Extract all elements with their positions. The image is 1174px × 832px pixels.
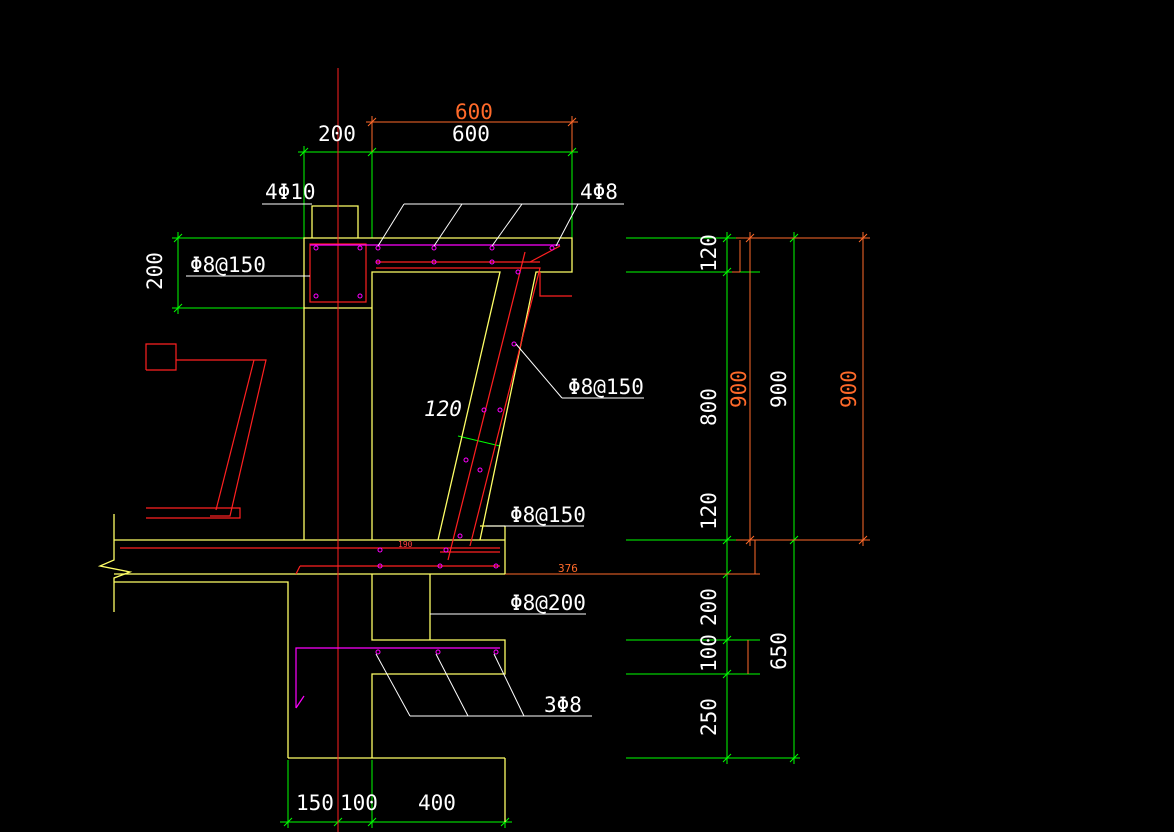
right-dim-900-orange-b: 900 — [837, 370, 861, 408]
slab-thickness-label: 120 — [424, 397, 462, 421]
stirrup-top-label: Φ8@150 — [190, 253, 266, 277]
right-dim-120-top: 120 — [697, 234, 721, 272]
rebar-4phi10-label: 4Φ10 — [265, 180, 316, 204]
bottom-dim-100: 100 — [340, 791, 378, 815]
right-dim-200: 200 — [697, 588, 721, 626]
right-dim-900-white: 900 — [767, 370, 791, 408]
rebar-dots — [313, 245, 555, 655]
bottom-dim-400: 400 — [418, 791, 456, 815]
stirrup-lower-label: Φ8@150 — [510, 503, 586, 527]
stirrup-slant-label: Φ8@150 — [568, 375, 644, 399]
right-dim-650: 650 — [767, 632, 791, 670]
right-dim-100: 100 — [697, 634, 721, 672]
small-190-label: 190 — [398, 540, 413, 549]
left-dim-200: 200 — [143, 252, 167, 290]
top-dim-600: 600 — [452, 122, 490, 146]
rebar-4phi8-label: 4Φ8 — [580, 180, 618, 204]
top-dim-200: 200 — [318, 122, 356, 146]
right-dim-900-orange-a: 900 — [727, 370, 751, 408]
stirrup-beam-label: Φ8@200 — [510, 591, 586, 615]
top-dim-orange-600: 600 — [455, 100, 493, 124]
orange-dimensions — [366, 116, 870, 674]
rebar-main — [120, 243, 572, 575]
rebar-magenta — [295, 244, 560, 709]
bottom-dim-150: 150 — [296, 791, 334, 815]
right-dim-800: 800 — [697, 388, 721, 426]
right-dim-120-mid: 120 — [697, 492, 721, 530]
small-376-label: 376 — [558, 562, 578, 575]
right-dim-250: 250 — [697, 698, 721, 736]
concrete-outline — [97, 205, 573, 822]
rebar-3phi8-label: 3Φ8 — [544, 693, 582, 717]
text-labels: 600 200 600 4Φ10 4Φ8 200 Φ8@150 Φ8@150 1… — [143, 100, 861, 815]
leader-lines — [186, 203, 644, 717]
